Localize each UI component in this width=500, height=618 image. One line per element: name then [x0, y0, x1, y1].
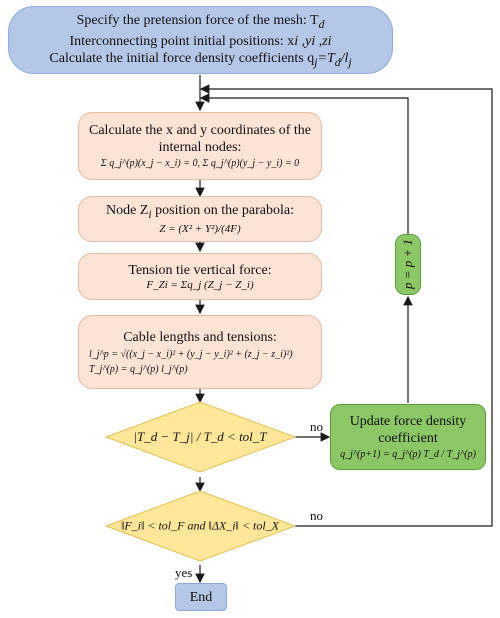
- step3-formula: F_Zi = Σq_j (Z_j − Z_i): [146, 278, 254, 291]
- step-tension-tie: Tension tie vertical force: F_Zi = Σq_j …: [78, 253, 322, 300]
- decision1-text: |T_d − T_j| / T_d < tol_T: [133, 429, 267, 444]
- step2-formula: Z = (X² + Y²)/(4F): [159, 222, 241, 235]
- step4-formula1: l_j^p = √((x_j − x_i)² + (y_j − y_i)² + …: [89, 348, 293, 360]
- step1-title: Calculate the x and y coordinates of the…: [89, 123, 311, 155]
- label-no-decision2: no: [310, 508, 323, 523]
- label-no-decision1: no: [310, 419, 323, 434]
- update-force-density: Update force density coefficient q_j^(p+…: [330, 404, 486, 470]
- step4-formula2: T_j^(p) = q_j^(p) l_j^(p): [89, 363, 188, 375]
- end-box: End: [175, 583, 227, 611]
- start-line3: Calculate the initial force density coef…: [49, 50, 352, 69]
- decision2-shape: [104, 490, 297, 562]
- end-label: End: [189, 589, 213, 605]
- update-formula: q_j^(p+1) = q_j^(p) T_d / T_j^(p): [340, 449, 476, 460]
- arrow-decision2-no-loop: [199, 84, 493, 527]
- start-line2: Interconnecting point initial positions:…: [69, 33, 332, 49]
- step3-title: Tension tie vertical force:: [128, 262, 272, 278]
- start-box: Specify the pretension force of the mesh…: [8, 6, 393, 74]
- arrow-counter-to-loop: [199, 93, 409, 234]
- decision1-shape: [104, 401, 297, 473]
- update-title2: coefficient: [378, 431, 438, 446]
- step-node-parabola: Node Zi position on the parabola: Z = (X…: [78, 196, 322, 242]
- label-yes: yes: [175, 565, 193, 580]
- step2-title: Node Zi position on the parabola:: [106, 203, 294, 221]
- decision2-text: ‖F_i‖ < tol_F and ‖ΔX_i‖ < tol_X: [120, 518, 280, 533]
- step4-title: Cable lengths and tensions:: [123, 329, 277, 345]
- counter-box: [395, 234, 421, 295]
- step1-formula: Σ q_j^(p)(x_j − x_i) = 0, Σ q_j^(p)(y_j …: [100, 158, 300, 169]
- step-cable-lengths: Cable lengths and tensions: l_j^p = √((x…: [78, 315, 322, 389]
- update-title1: Update force density: [349, 414, 467, 429]
- counter-text: p = p + 1: [400, 238, 415, 290]
- step-calc-xy: Calculate the x and y coordinates of the…: [78, 112, 322, 180]
- start-line1: Specify the pretension force of the mesh…: [76, 12, 325, 31]
